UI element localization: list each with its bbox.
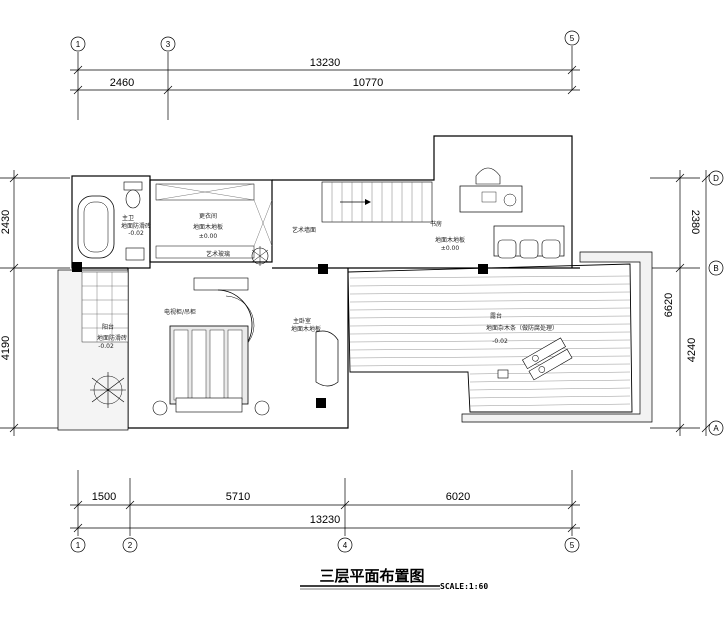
room-label-dressing: 更衣间 bbox=[199, 212, 217, 220]
axis-bottom-1: 1 bbox=[76, 541, 81, 550]
drawing-scale: SCALE:1:60 bbox=[440, 582, 488, 591]
axis-bottom-2: 2 bbox=[128, 541, 133, 550]
wardrobe-icon bbox=[155, 183, 273, 259]
axis-top-5: 5 bbox=[570, 34, 575, 43]
right-dimension-seg1: 2380 bbox=[689, 210, 701, 234]
bed-icon bbox=[152, 325, 270, 416]
axis-bottom-5: 5 bbox=[570, 541, 575, 550]
study-chairs-icon bbox=[493, 225, 565, 259]
top-total-dimension: 13230 bbox=[310, 57, 341, 69]
left-dimension-lower: 4190 bbox=[0, 336, 12, 360]
room-floor-dressing: 地面木地板 bbox=[193, 223, 223, 231]
room-floor-bedroom: 地面木地板 bbox=[291, 325, 321, 333]
axis-top-3: 3 bbox=[166, 40, 171, 49]
room-floor-balcony: 地面防滑砖 bbox=[97, 334, 127, 342]
room-label-balcony: 阳台 bbox=[102, 323, 114, 331]
top-dimension-seg2: 10770 bbox=[353, 77, 384, 89]
lounge-chairs-icon bbox=[522, 337, 573, 381]
terrace-parapet bbox=[461, 251, 653, 423]
basin-icon bbox=[125, 247, 145, 261]
right-axis-markers bbox=[708, 170, 724, 436]
study-desk-icon bbox=[459, 167, 523, 213]
axis-right-b: B bbox=[713, 264, 718, 273]
label-art-glass: 艺术玻璃 bbox=[206, 250, 230, 258]
staircase-icon bbox=[321, 181, 433, 223]
room-level-bath: -0.02 bbox=[128, 230, 144, 237]
bottom-axis-markers bbox=[70, 537, 580, 553]
top-dimension-seg1: 2460 bbox=[110, 77, 134, 89]
label-art-wall: 艺术墙面 bbox=[292, 226, 316, 234]
room-floor-terrace: 地面杂木条（做防腐处理） bbox=[486, 324, 558, 332]
drawing-title: 三层平面布置图 bbox=[319, 567, 424, 585]
axis-top-1: 1 bbox=[76, 40, 81, 49]
toilet-icon bbox=[123, 181, 143, 209]
left-dimension-lines bbox=[0, 170, 70, 436]
top-axis-markers bbox=[70, 30, 580, 52]
bottom-dimension-seg2: 5710 bbox=[226, 491, 250, 503]
bottom-dimension-seg1: 1500 bbox=[92, 491, 116, 503]
axis-right-a: A bbox=[713, 424, 719, 433]
label-tv-cabinet: 电视柜/吊柜 bbox=[164, 308, 196, 316]
left-dimension-upper: 2430 bbox=[0, 210, 12, 234]
terrace-deck bbox=[347, 263, 633, 413]
bathtub-icon bbox=[77, 195, 115, 259]
right-dimension-lines bbox=[650, 170, 711, 436]
bottom-total-dimension: 13230 bbox=[310, 514, 341, 526]
room-level-terrace: -0.02 bbox=[492, 338, 508, 345]
top-dimension-lines bbox=[70, 46, 580, 120]
room-level-study: ±0.00 bbox=[441, 245, 460, 252]
room-level-balcony: -0.02 bbox=[98, 343, 114, 350]
room-label-terrace: 露台 bbox=[490, 312, 502, 320]
balcony-plant-icon bbox=[90, 372, 126, 408]
bottom-dimension-lines bbox=[70, 470, 580, 536]
room-label-study: 书房 bbox=[430, 220, 442, 228]
room-label-bath: 主卫 bbox=[122, 214, 134, 222]
side-table-icon bbox=[497, 369, 509, 379]
room-label-bedroom: 主卧室 bbox=[293, 317, 311, 325]
right-dimension-seg2: 4240 bbox=[686, 338, 698, 362]
structural-columns bbox=[72, 262, 488, 408]
room-floor-bath: 地面防滑砖 bbox=[121, 222, 151, 230]
room-level-dressing: ±0.00 bbox=[199, 233, 218, 240]
chaise-icon bbox=[315, 330, 339, 387]
axis-right-d: D bbox=[713, 174, 719, 183]
balcony-area bbox=[57, 269, 129, 431]
axis-bottom-4: 4 bbox=[343, 541, 348, 550]
room-floor-study: 地面木地板 bbox=[435, 236, 465, 244]
tv-cabinet-icon bbox=[193, 277, 255, 361]
plant-icon bbox=[251, 246, 269, 266]
right-dimension-total: 6620 bbox=[663, 293, 675, 317]
bottom-dimension-seg3: 6020 bbox=[446, 491, 470, 503]
